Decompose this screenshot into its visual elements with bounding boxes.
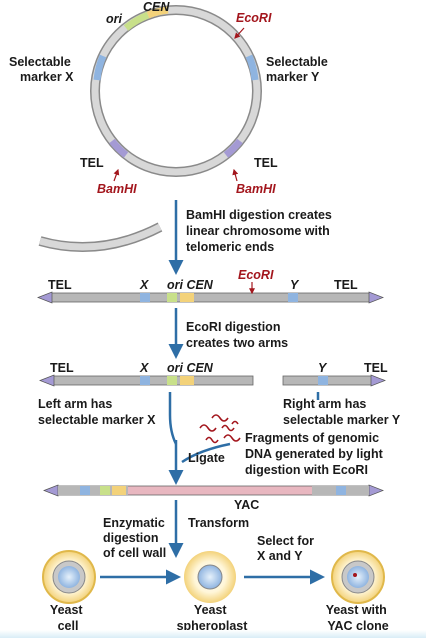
cell3-caption: Yeast with YAC clone [326, 603, 391, 633]
marker-x-line2: marker X [20, 70, 74, 84]
right-arm [282, 374, 386, 387]
bamhi-right-label: BamHI [236, 182, 276, 196]
fragments-caption: Fragments of genomic DNA generated by li… [245, 431, 386, 477]
cell2-caption: Yeast spheroplast [177, 603, 249, 633]
ecori-label: EcoRI [236, 11, 272, 25]
bamhi-left-label: BamHI [97, 182, 137, 196]
linear-ecori: EcoRI [238, 268, 274, 282]
yac-bar [43, 484, 384, 497]
linear-ori-cen: ori CEN [167, 278, 214, 292]
step1-text: BamHI digestion creates linear chromosom… [186, 208, 335, 254]
ecori-arrow [234, 27, 245, 39]
tel-left-segment [109, 138, 129, 158]
tel-left-label: TEL [80, 156, 104, 170]
cen-label: CEN [143, 0, 170, 14]
right-arm-caption: Right arm has selectable marker Y [283, 397, 401, 427]
step2-text: EcoRI digestion creates two arms [186, 320, 288, 350]
arm-tel-left: TEL [50, 361, 74, 375]
yeast-yac-clone [331, 550, 385, 604]
linear-tel-right: TEL [334, 278, 358, 292]
ligate-label: Ligate [188, 451, 225, 465]
bottom-edge-decoration [0, 630, 426, 638]
plasmid-ring [90, 5, 262, 177]
linear-ori [167, 293, 177, 302]
yac-label: YAC [234, 498, 259, 512]
left-arm [39, 374, 254, 387]
enzymatic-caption: Enzymatic digestion of cell wall [103, 516, 168, 560]
ori-label: ori [106, 12, 123, 26]
marker-y-line1: Selectable [266, 55, 328, 69]
select-caption: Select for X and Y [257, 534, 317, 563]
arm-ori-cen: ori CEN [167, 361, 214, 375]
arm-y: Y [318, 361, 328, 375]
cell1-caption: Yeast cell [50, 603, 86, 633]
linear-cen [180, 293, 194, 302]
tel-right-label: TEL [254, 156, 278, 170]
cen-segment [146, 6, 169, 19]
linear-chromosome [37, 291, 384, 304]
linear-tel-left: TEL [48, 278, 72, 292]
genomic-fragments-icon [199, 414, 241, 444]
tel-right-segment [223, 138, 243, 158]
linear-y: Y [290, 278, 300, 292]
linear-marker-y [288, 293, 298, 302]
transform-label: Transform [188, 516, 249, 530]
bamhi-left-arrow [113, 168, 120, 182]
left-arm-caption: Left arm has selectable marker X [38, 397, 156, 427]
linear-marker-x [140, 293, 150, 302]
marker-x-line1: Selectable [9, 55, 71, 69]
marker-y-line2: marker Y [266, 70, 320, 84]
ori-segment [123, 11, 150, 31]
marker-y-segment [245, 54, 259, 81]
arm-tel-right: TEL [364, 361, 388, 375]
arm-x: X [139, 361, 149, 375]
linear-x: X [139, 278, 149, 292]
yeast-spheroplast [184, 551, 236, 603]
yeast-cell [42, 550, 96, 604]
marker-x-segment [93, 54, 107, 81]
left-arm-arrow [168, 392, 178, 445]
bamhi-right-arrow [232, 168, 239, 182]
